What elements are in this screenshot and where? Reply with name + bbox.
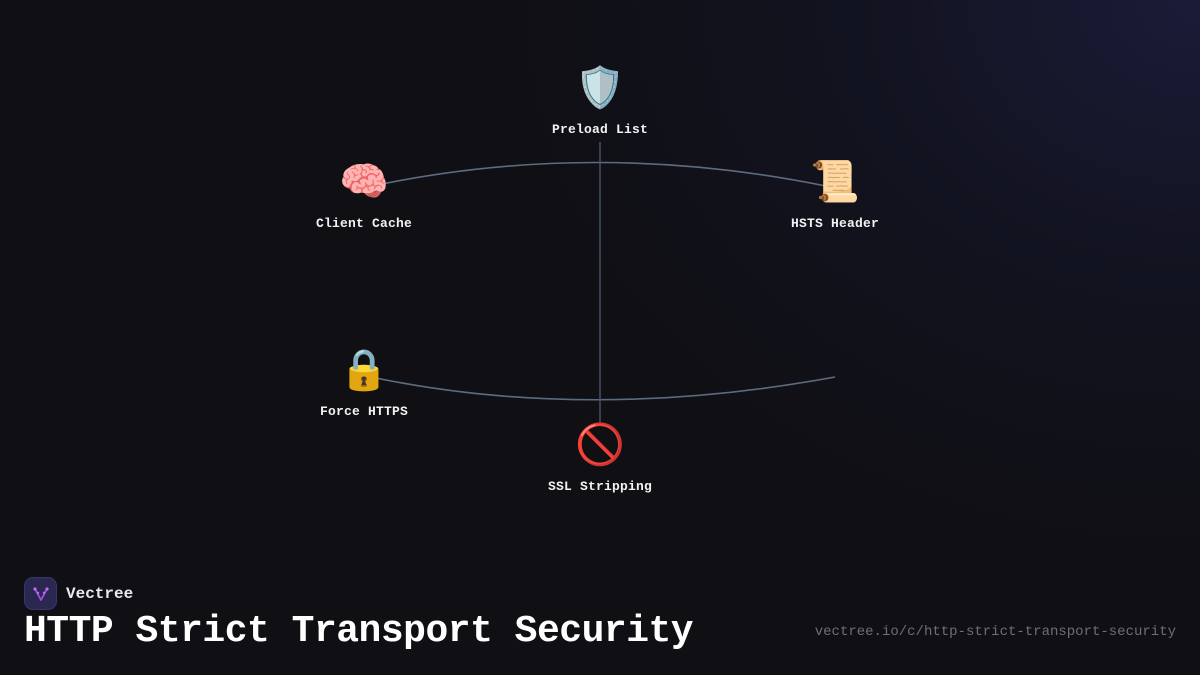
prohibited-icon: 🚫: [575, 422, 625, 468]
node-label: HSTS Header: [790, 216, 879, 231]
edge-client-cache-to-hsts-header: [381, 161, 827, 187]
vectree-logo-icon: [24, 577, 57, 610]
node-label: Client Cache: [315, 216, 412, 231]
node-ssl-stripping[interactable]: 🚫 SSL Stripping: [510, 421, 690, 494]
brand[interactable]: Vectree: [24, 577, 133, 610]
page-title: HTTP Strict Transport Security: [24, 610, 694, 653]
scroll-icon: 📜: [810, 159, 860, 205]
node-preload-list[interactable]: 🛡️ Preload List: [510, 64, 690, 137]
lock-icon: 🔒: [339, 347, 389, 393]
node-hsts-header[interactable]: 📜 HSTS Header: [745, 158, 925, 231]
node-force-https[interactable]: 🔒 Force HTTPS: [274, 346, 454, 419]
node-label: SSL Stripping: [547, 479, 653, 494]
node-client-cache[interactable]: 🧠 Client Cache: [274, 158, 454, 231]
edge-force-https-to-hsts-header: [375, 376, 836, 401]
brain-icon: 🧠: [339, 159, 389, 205]
node-label: Force HTTPS: [319, 404, 408, 419]
source-url[interactable]: vectree.io/c/http-strict-transport-secur…: [814, 624, 1176, 640]
node-label: Preload List: [551, 122, 648, 137]
shield-icon: 🛡️: [575, 65, 625, 111]
brand-name: Vectree: [66, 584, 134, 603]
